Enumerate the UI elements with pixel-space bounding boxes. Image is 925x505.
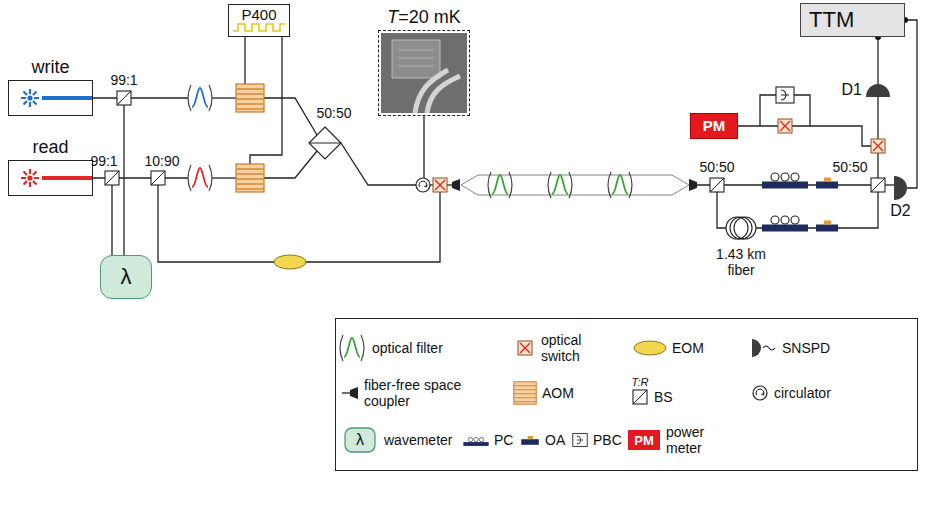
snspd-dome [866, 84, 890, 97]
legend-entry: OA [545, 432, 565, 448]
node-label: write [31, 57, 69, 78]
snspd-dome-outline [894, 176, 907, 200]
read-laser: read [8, 137, 93, 196]
node-label: λ [121, 264, 132, 289]
time-tagger: TTM [800, 3, 905, 37]
split-ratio: 50:50 [316, 105, 351, 121]
legend-entry: PBC [593, 432, 622, 448]
legend-entry: BS [654, 389, 673, 405]
legend-text: power meter [666, 424, 714, 456]
legend-text: EOM [672, 340, 704, 356]
legend-text: PC [494, 432, 513, 448]
legend-text: wavemeter [384, 432, 452, 448]
label-anchor: 50:50 [832, 158, 867, 176]
label-anchor: 10:90 [144, 152, 179, 170]
node-label: PM [703, 117, 726, 134]
node-label: P400 [241, 6, 276, 23]
label-anchor: PM [634, 431, 654, 449]
legend-entry: PC [494, 432, 513, 448]
label-anchor: 1.43 km fiber [712, 246, 770, 278]
label-anchor: 50:50 [316, 104, 351, 122]
split-ratio: 99:1 [90, 153, 117, 169]
ratio-symbol-text: T:R [632, 376, 649, 389]
split-ratio: 99:1 [110, 72, 137, 88]
split-ratio: 10:90 [144, 153, 179, 169]
node-label: T=20 mK [387, 7, 461, 28]
laser-housing [8, 80, 93, 116]
legend-text: fiber-free space coupler [364, 377, 464, 409]
legend-entry: AOM [542, 385, 574, 401]
label-anchor: 50:50 [699, 158, 734, 176]
legend-text: optical switch [541, 332, 597, 364]
legend-symbol-text: PM [634, 434, 654, 449]
node-label: read [32, 137, 68, 158]
legend-text: PBC [593, 432, 622, 448]
signal-cable [905, 20, 917, 188]
legend-text: AOM [542, 385, 574, 401]
pulse-generator: P400 [228, 4, 290, 37]
label-anchor: 99:1 [110, 71, 137, 89]
legend-text: SNSPD [782, 340, 830, 356]
legend-entry: wavemeter [384, 432, 452, 448]
split-ratio: 50:50 [832, 159, 867, 175]
cryostat: T=20 mK [378, 7, 470, 116]
label-anchor: 99:1 [90, 152, 117, 170]
legend-entry: power meter [666, 424, 714, 456]
fiber-length: 1.43 km fiber [712, 246, 770, 278]
snspd-dome-outline [866, 84, 890, 97]
label-anchor: T:R [632, 372, 649, 390]
legend-text: optical filter [372, 340, 443, 356]
snspd-detector: D1 [842, 81, 890, 99]
signal-cable [877, 37, 878, 84]
legend-text: BS [654, 389, 673, 405]
snspd-dome [894, 176, 907, 200]
node-label: D2 [890, 202, 910, 220]
legend-text: circulator [774, 385, 831, 401]
legend-entry: EOM [672, 340, 704, 356]
legend-entry: optical filter [372, 340, 443, 356]
node-label: D1 [842, 81, 862, 99]
split-ratio: 50:50 [699, 159, 734, 175]
write-laser: write [8, 57, 93, 116]
label-anchor: λ [356, 431, 364, 449]
legend-symbol-text: λ [356, 431, 364, 449]
snspd-detector: D2 [890, 176, 910, 220]
node-label: TTM [809, 7, 854, 32]
legend-entry: SNSPD [782, 340, 830, 356]
legend-text: OA [545, 432, 565, 448]
legend-entry: fiber-free space coupler [364, 377, 464, 409]
laser-housing [8, 160, 93, 196]
legend-entry: circulator [774, 385, 831, 401]
cryostat-outline [378, 30, 470, 116]
legend-entry: optical switch [541, 332, 597, 364]
wavemeter: λ [100, 255, 152, 299]
power-meter: PM [690, 113, 738, 139]
